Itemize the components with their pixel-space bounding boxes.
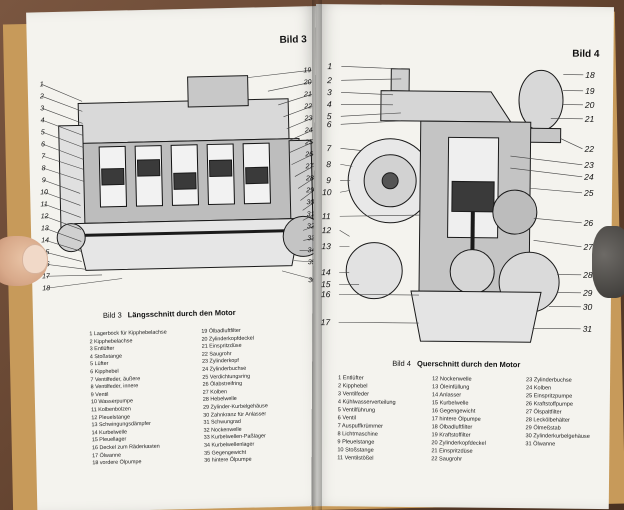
callout: 28 [582, 270, 593, 280]
callout: 23 [303, 115, 312, 122]
list-item: 36 hintere Ölpumpe [204, 456, 252, 464]
callout: 20 [303, 79, 312, 86]
list-item: 11 Ventilstößel [337, 455, 374, 462]
callout: 29 [305, 187, 314, 194]
callout: 24 [583, 172, 594, 182]
callout: 3 [327, 87, 332, 97]
callout: 16 [321, 289, 331, 299]
right-page: Bild 4 [310, 4, 614, 510]
callouts-left-bild4: 1 2 3 4 5 6 7 8 9 10 11 12 13 14 15 16 1… [321, 61, 333, 327]
callout: 32 [307, 223, 315, 230]
callout: 8 [326, 159, 331, 169]
engine-outline-cross [338, 65, 584, 343]
callout: 7 [41, 153, 46, 160]
callout: 21 [303, 91, 312, 98]
longitudinal-section-drawing: 1 2 3 4 5 6 7 8 9 10 11 12 13 14 15 16 1… [37, 60, 324, 296]
page-weight [592, 226, 624, 298]
callout: 22 [583, 144, 594, 154]
callout: 8 [42, 165, 46, 172]
thumbnail [22, 244, 48, 274]
caption-lead: Bild 3 [102, 310, 122, 320]
callout: 13 [41, 225, 49, 232]
legend-column: 12 Nockenwelle 13 Öleinfüllung 14 Anlass… [431, 375, 518, 464]
callout: 2 [326, 75, 332, 85]
callout: 1 [327, 61, 332, 71]
callout: 9 [326, 175, 331, 185]
list-item: 18 vordere Ölpumpe [92, 459, 142, 467]
figure-caption-bild4: Bild 4 Querschnitt durch den Motor [392, 359, 520, 369]
caption-lead: Bild 4 [392, 358, 412, 369]
callout: 26 [304, 151, 313, 158]
callout: 30 [583, 302, 593, 312]
callout: 9 [42, 177, 46, 184]
callout: 31 [583, 324, 593, 334]
callout: 26 [583, 218, 594, 228]
callout: 24 [304, 127, 313, 134]
callout: 12 [322, 225, 332, 235]
callout: 27 [305, 163, 315, 170]
callout: 25 [583, 188, 594, 198]
legend-column: 19 Ölbadluftfilter 20 Zylinderkopfdeckel… [201, 326, 308, 465]
callout: 7 [326, 143, 331, 153]
callout: 22 [303, 103, 312, 110]
callout: 10 [40, 189, 48, 196]
callout: 19 [303, 67, 311, 74]
figure-caption-bild3: Bild 3 Längsschnitt durch den Motor [103, 308, 236, 320]
callout: 15 [321, 279, 331, 289]
callout: 17 [321, 317, 331, 327]
callout: 31 [307, 211, 315, 218]
callout: 13 [321, 241, 331, 251]
callout: 23 [583, 160, 594, 170]
parts-legend-bild4: 1 Entlüfter 2 Kipphebel 3 Ventilfeder 4 … [337, 374, 612, 465]
callout: 12 [41, 213, 49, 220]
legend-column: 1 Lagerbock für Kipphebelachse 2 Kippheb… [89, 329, 196, 468]
engine-outline-longitudinal [41, 69, 324, 289]
callout: 29 [582, 288, 593, 298]
callout: 11 [40, 201, 48, 208]
callout: 11 [322, 211, 331, 221]
callout: 5 [327, 111, 332, 121]
callout: 14 [41, 237, 49, 244]
caption-title: Querschnitt durch den Motor [416, 359, 521, 370]
callout: 33 [307, 235, 315, 242]
callout: 28 [305, 175, 314, 182]
callout: 5 [41, 129, 45, 136]
callout: 35 [308, 259, 316, 266]
list-item: 31 Ölwanne [525, 441, 556, 448]
callout: 17 [42, 273, 51, 280]
callout: 2 [39, 93, 44, 100]
callout: 19 [585, 86, 595, 96]
legend-column: 1 Entlüfter 2 Kipphebel 3 Ventilfeder 4 … [337, 374, 424, 463]
legend-column: 23 Zylinderbuchse 24 Kolben 25 Einspritz… [525, 376, 612, 465]
callout: 18 [585, 70, 595, 80]
callout: 20 [584, 100, 595, 110]
book-gutter [312, 0, 322, 510]
left-page: Bild 3 [26, 6, 330, 510]
callout: 34 [307, 247, 315, 254]
cross-section-drawing: 1 2 3 4 5 6 7 8 9 10 11 12 13 14 15 16 1… [318, 50, 611, 353]
parts-legend-bild3: 1 Lagerbock für Kipphebelachse 2 Kippheb… [89, 326, 308, 468]
callout: 1 [40, 81, 44, 88]
callout: 27 [582, 242, 593, 252]
caption-title: Längsschnitt durch den Motor [127, 307, 236, 320]
callout: 14 [321, 267, 331, 277]
callout: 10 [322, 187, 332, 197]
callout: 6 [327, 119, 332, 129]
callouts-right-bild4: 18 19 20 21 22 23 24 25 26 27 28 29 30 3… [582, 70, 595, 334]
callout: 30 [306, 199, 314, 206]
callout: 6 [41, 141, 45, 148]
callout: 3 [40, 105, 44, 112]
callout: 4 [327, 99, 332, 109]
callout: 18 [42, 285, 50, 292]
bild-3-label: Bild 3 [279, 34, 307, 46]
list-item: 22 Saugrohr [431, 456, 463, 463]
callout: 25 [304, 139, 313, 146]
callout: 21 [584, 114, 595, 124]
callout: 4 [40, 117, 44, 124]
